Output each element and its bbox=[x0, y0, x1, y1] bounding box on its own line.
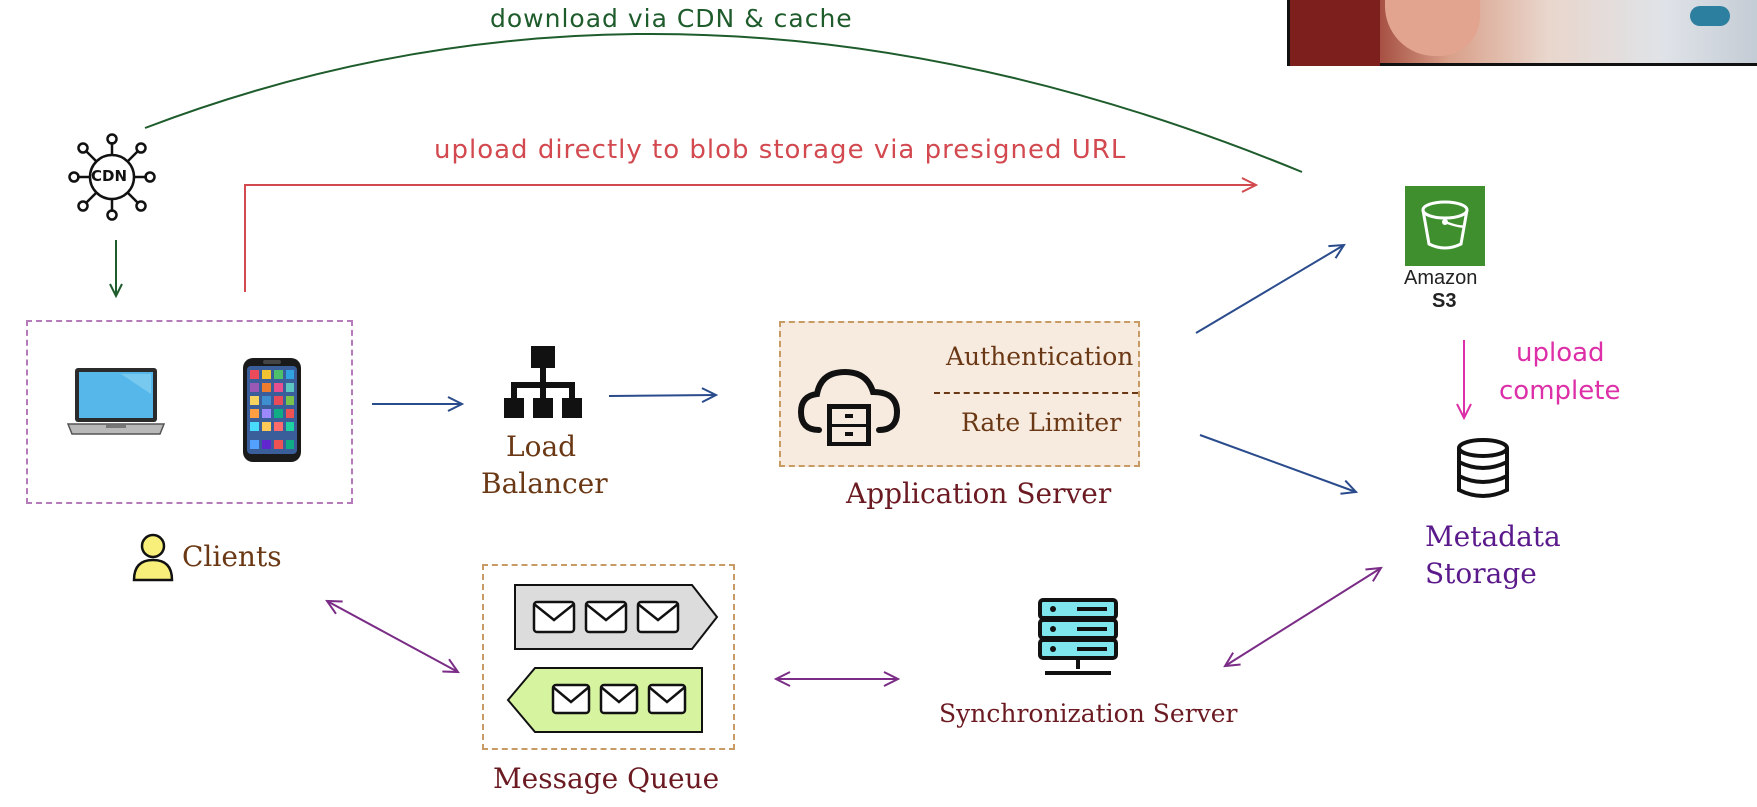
app-server-divider bbox=[934, 392, 1138, 394]
s3-label-line1: Amazon bbox=[1404, 267, 1478, 289]
outgoing-queue-icon bbox=[514, 584, 719, 650]
cdn-icon bbox=[68, 133, 156, 221]
clients-box bbox=[26, 320, 353, 504]
metadata-storage-label-line2: Storage bbox=[1425, 557, 1537, 590]
cdn-download-label: download via CDN & cache bbox=[490, 4, 853, 33]
sync-server-label: Synchronization Server bbox=[939, 699, 1238, 728]
message-queue-box bbox=[482, 564, 735, 750]
laptop-icon bbox=[66, 368, 166, 435]
load-balancer-label-line1: Load bbox=[506, 430, 577, 463]
authentication-label: Authentication bbox=[946, 342, 1134, 371]
app-to-metadata-arrow bbox=[1199, 434, 1356, 492]
cloud-server-icon bbox=[797, 368, 901, 446]
sync-server-icon bbox=[1038, 598, 1118, 675]
upload-complete-label-line1: upload bbox=[1516, 338, 1605, 368]
load-balancer-icon bbox=[504, 346, 582, 418]
application-server-label: Application Server bbox=[846, 477, 1112, 510]
app-to-s3-arrow bbox=[1195, 245, 1344, 334]
upload-complete-label-line2: complete bbox=[1499, 376, 1621, 406]
presigned-upload-arrow bbox=[244, 185, 1256, 292]
message-queue-label: Message Queue bbox=[493, 762, 720, 795]
webcam-shirt bbox=[1290, 0, 1380, 66]
rate-limiter-label: Rate Limiter bbox=[961, 408, 1122, 437]
webcam-watch bbox=[1690, 6, 1730, 26]
load-balancer-label-line2: Balancer bbox=[481, 467, 608, 500]
user-icon bbox=[132, 533, 174, 582]
phone-icon bbox=[243, 358, 301, 462]
app-server-box bbox=[779, 321, 1140, 467]
lb-to-app-arrow bbox=[608, 395, 716, 396]
webcam-overlay bbox=[1287, 0, 1757, 66]
sync-metadata-arrow bbox=[1225, 568, 1381, 666]
webcam-hand bbox=[1385, 0, 1480, 56]
s3-label-line2: S3 bbox=[1432, 290, 1457, 312]
cdn-icon-text: CDN bbox=[91, 167, 128, 185]
s3-bucket-icon bbox=[1405, 186, 1485, 266]
clients-label: Clients bbox=[182, 540, 282, 573]
clients-mq-arrow bbox=[327, 601, 458, 672]
metadata-storage-label-line1: Metadata bbox=[1425, 520, 1561, 553]
database-icon bbox=[1457, 438, 1509, 498]
presigned-upload-label: upload directly to blob storage via pres… bbox=[434, 135, 1127, 165]
incoming-queue-icon bbox=[506, 667, 703, 733]
cdn-download-arc bbox=[144, 32, 1303, 173]
